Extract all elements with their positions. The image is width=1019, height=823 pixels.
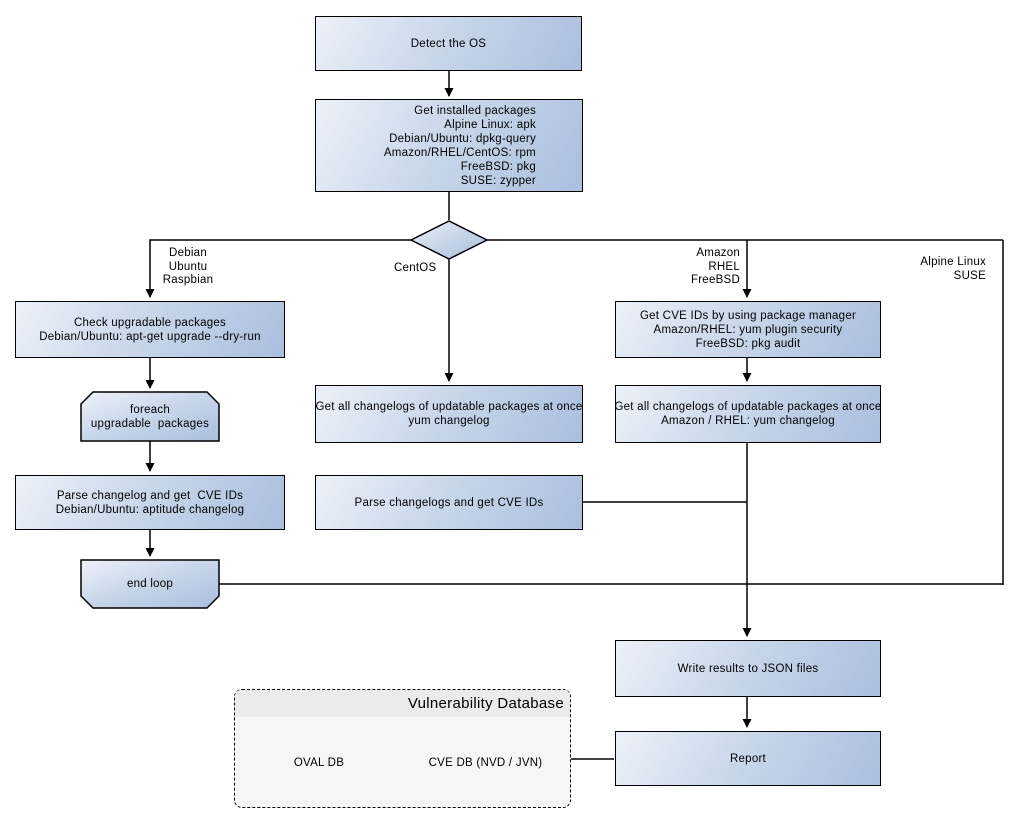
node-get-installed-packages: Get installed packages Alpine Linux: apk… — [315, 99, 583, 192]
branch-label-debian: Debian Ubuntu Raspbian — [162, 247, 214, 286]
oval-db-label: OVAL DB — [293, 757, 345, 769]
node-get-cve-ids: Get CVE IDs by using package manager Ama… — [615, 301, 881, 358]
branch-label-alpine: Alpine Linux SUSE — [920, 256, 986, 282]
node-check-upgradable: Check upgradable packages Debian/Ubuntu:… — [15, 301, 285, 358]
node-report: Report — [615, 731, 881, 786]
node-write-results: Write results to JSON files — [615, 640, 881, 697]
end-loop-shape — [80, 559, 220, 609]
node-parse-changelog-debian-label: Parse changelog and get CVE IDs Debian/U… — [55, 489, 245, 516]
branch-label-amazon: Amazon RHEL FreeBSD — [690, 247, 740, 286]
node-parse-changelogs-center: Parse changelogs and get CVE IDs — [315, 475, 583, 530]
vulnerability-database-group: Vulnerability Database — [234, 689, 571, 808]
node-get-installed-packages-label: Get installed packages Alpine Linux: apk… — [383, 104, 536, 187]
node-get-changelogs-amazon-label: Get all changelogs of updatable packages… — [614, 401, 882, 427]
foreach-loop-label: foreach upgradable packages — [90, 403, 210, 430]
node-parse-changelogs-center-label: Parse changelogs and get CVE IDs — [354, 496, 544, 509]
node-parse-changelog-debian: Parse changelog and get CVE IDs Debian/U… — [15, 475, 285, 530]
node-check-upgradable-label: Check upgradable packages Debian/Ubuntu:… — [39, 316, 261, 343]
edge-decision-to-debian — [145, 239, 411, 298]
node-get-changelogs-centos-label: Get all changelogs of updatable packages… — [315, 401, 583, 427]
node-report-label: Report — [729, 752, 767, 765]
node-get-changelogs-amazon: Get all changelogs of updatable packages… — [614, 385, 881, 443]
node-get-cve-ids-label: Get CVE IDs by using package manager Ama… — [639, 309, 857, 350]
vulnerability-database-title: Vulnerability Database — [235, 690, 570, 717]
end-loop-label: end loop — [126, 578, 174, 590]
node-detect-os: Detect the OS — [315, 16, 582, 71]
os-decision-diamond — [409, 220, 489, 260]
branch-label-centos: CentOS — [394, 262, 437, 274]
foreach-loop-shape — [80, 391, 220, 442]
node-get-changelogs-centos: Get all changelogs of updatable packages… — [315, 385, 583, 443]
edges — [145, 71, 1004, 760]
node-detect-os-label: Detect the OS — [410, 37, 487, 50]
cve-db-label: CVE DB (NVD / JVN) — [428, 757, 543, 769]
node-write-results-label: Write results to JSON files — [677, 662, 819, 675]
